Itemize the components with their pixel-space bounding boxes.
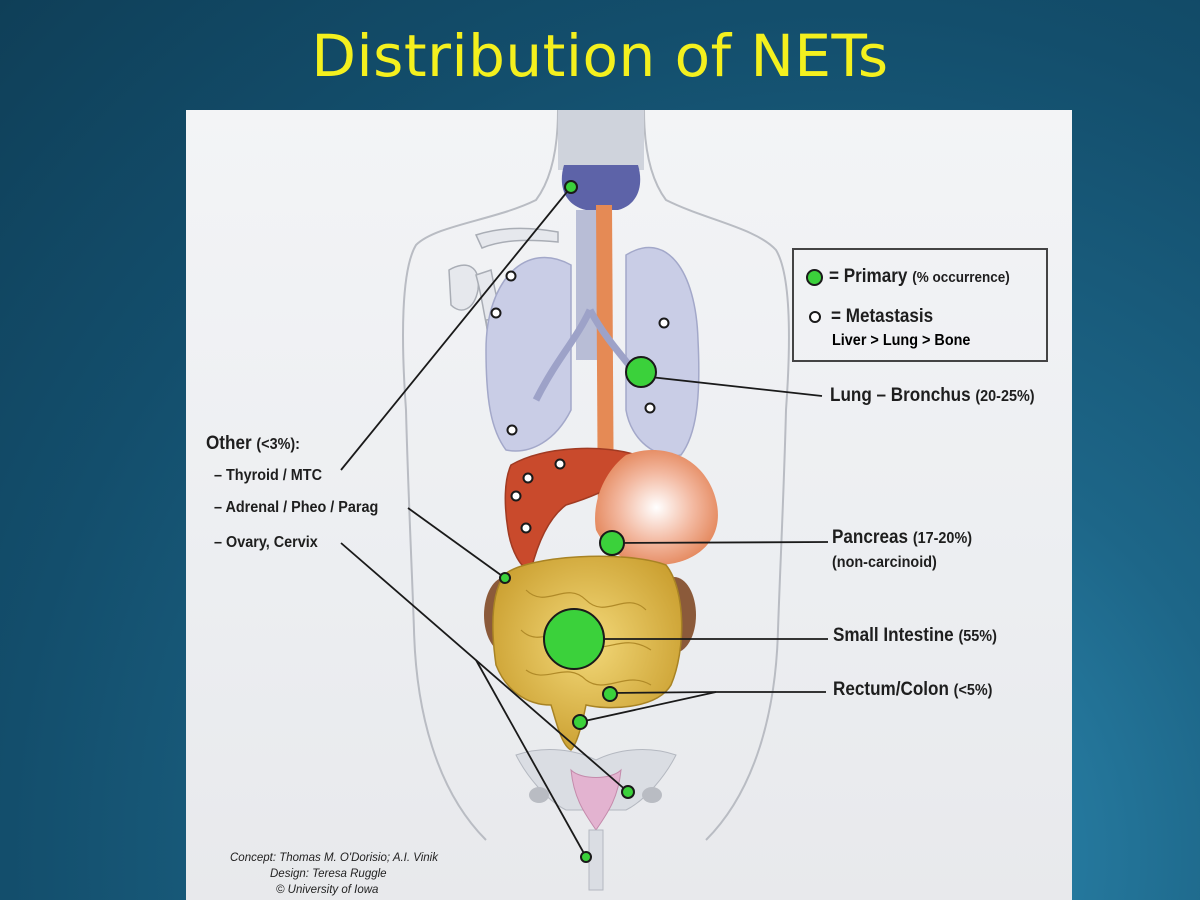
metastasis-sites [490, 270, 670, 534]
legend-primary-note: (% occurrence) [912, 269, 1010, 286]
credit-concept: Concept: Thomas M. O'Dorisio; A.I. Vinik [230, 852, 438, 864]
credit-design: Design: Teresa Ruggle [270, 868, 387, 880]
legend-primary-label: = Primary [829, 266, 908, 287]
label-small-intestine-pct: (55%) [958, 628, 997, 645]
legend-metastasis-order: Liver > Lung > Bone [832, 332, 971, 349]
legend: = Primary (% occurrence) = Metastasis Li… [792, 248, 1048, 362]
label-other-adrenal: – Adrenal / Pheo / Parag [214, 499, 379, 516]
label-other-ovary: – Ovary, Cervix [214, 534, 318, 551]
label-lung-pct: (20-25%) [975, 388, 1035, 405]
slide-title: Distribution of NETs [311, 22, 889, 90]
primary-dot-pancreas [599, 530, 625, 556]
primary-dot-adrenal [499, 572, 511, 584]
label-small-intestine: Small Intestine (55%) [833, 625, 997, 647]
label-rectum-colon-pct: (<5%) [953, 682, 993, 699]
primary-dot-small-intestine [543, 608, 605, 670]
label-other-heading: Other (<3%): [206, 433, 300, 455]
trachea [558, 110, 644, 360]
label-pancreas-name: Pancreas [832, 527, 909, 548]
primary-dot-thyroid [564, 180, 578, 194]
leader-lines [340, 186, 829, 858]
label-lung: Lung – Bronchus (20-25%) [830, 385, 1035, 407]
other-heading-pct: (<3%): [256, 436, 300, 453]
label-pancreas-note: (non-carcinoid) [832, 554, 937, 571]
primary-swatch [806, 268, 823, 286]
stomach [595, 450, 718, 565]
body-outline [402, 110, 790, 841]
pelvis [515, 749, 677, 891]
primary-sites [499, 180, 657, 863]
primary-dot-cervix [580, 851, 592, 863]
label-other-thyroid: – Thyroid / MTC [214, 467, 322, 484]
legend-primary-row: = Primary (% occurrence) [806, 266, 1030, 288]
credit-copyright: © University of Iowa [276, 884, 379, 896]
legend-metastasis-label: = Metastasis [831, 306, 934, 327]
primary-dot-colon [572, 714, 588, 730]
label-small-intestine-name: Small Intestine [833, 625, 954, 646]
anatomy-illustration [340, 110, 829, 891]
label-pancreas-pct: (17-20%) [912, 530, 973, 547]
legend-metastasis-row: = Metastasis [806, 306, 945, 328]
metastasis-swatch [809, 311, 821, 323]
liver [504, 447, 638, 571]
other-heading-text: Other [206, 433, 252, 454]
primary-dot-rectum [602, 686, 618, 702]
primary-dot-ovary [621, 785, 635, 799]
label-rectum-colon: Rectum/Colon (<5%) [833, 679, 992, 701]
primary-dot-lung [625, 356, 657, 388]
diagram-panel: = Primary (% occurrence) = Metastasis Li… [186, 110, 1072, 900]
label-lung-name: Lung – Bronchus [830, 385, 971, 406]
label-rectum-colon-name: Rectum/Colon [833, 679, 949, 700]
lungs [485, 246, 700, 457]
label-pancreas: Pancreas (17-20%) [832, 527, 972, 549]
